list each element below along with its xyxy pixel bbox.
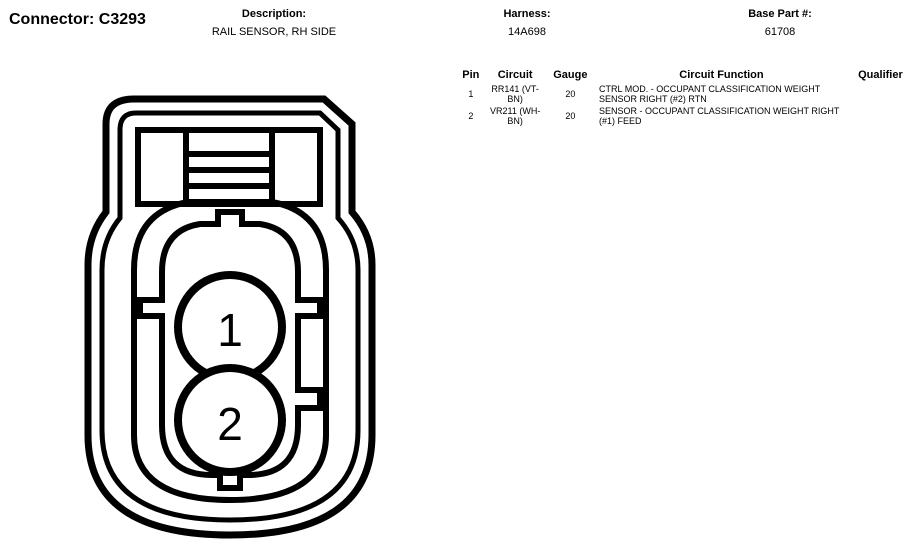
pin-table-header-row: Pin Circuit Gauge Circuit Function Quali… — [456, 69, 914, 83]
column-header-qualifier: Qualifier — [858, 69, 903, 81]
housing-inner-outline — [99, 110, 361, 523]
circuit-cell: VR211 (WH-BN) — [489, 106, 541, 126]
base-part-label: Base Part #: — [748, 8, 812, 20]
circuit-cell: RR141 (VT-BN) — [491, 84, 539, 104]
cavity-1-label: 1 — [217, 304, 243, 356]
gauge-cell: 20 — [565, 111, 576, 121]
harness-block: Harness: 14A698 — [467, 8, 587, 38]
cavity-2-label: 2 — [217, 398, 243, 450]
connector-title: Connector: C3293 — [9, 11, 146, 28]
description-block: Description: RAIL SENSOR, RH SIDE — [194, 8, 354, 38]
column-header-gauge: Gauge — [553, 69, 588, 81]
column-header-circuit: Circuit — [497, 69, 533, 81]
carrier-outer-wall — [131, 199, 329, 504]
harness-label: Harness: — [503, 8, 551, 20]
table-row: 1 RR141 (VT-BN) 20 CTRL MOD. - OCCUPANT … — [456, 83, 914, 105]
connector-face-diagram: 1 2 — [84, 95, 376, 539]
table-row: 2 VR211 (WH-BN) 20 SENSOR - OCCUPANT CLA… — [456, 105, 914, 127]
column-header-pin: Pin — [462, 69, 480, 81]
qualifier-cell — [847, 105, 914, 127]
function-cell: SENSOR - OCCUPANT CLASSIFICATION WEIGHT … — [599, 106, 840, 126]
cavity-2 — [174, 364, 286, 476]
column-header-circuit-function: Circuit Function — [679, 69, 764, 81]
qualifier-cell — [847, 83, 914, 105]
function-cell: CTRL MOD. - OCCUPANT CLASSIFICATION WEIG… — [599, 84, 821, 104]
pin-table: Pin Circuit Gauge Circuit Function Quali… — [456, 69, 914, 127]
base-part-value: 61708 — [764, 26, 796, 38]
base-part-block: Base Part #: 61708 — [720, 8, 840, 38]
pin-cell: 2 — [468, 111, 474, 121]
gauge-cell: 20 — [565, 89, 576, 99]
description-label: Description: — [241, 8, 307, 20]
description-value: RAIL SENSOR, RH SIDE — [211, 26, 337, 38]
pin-cell: 1 — [468, 89, 474, 99]
carrier-inner-wall — [137, 209, 323, 491]
housing-outer-outline — [84, 95, 376, 539]
harness-value: 14A698 — [508, 26, 546, 38]
